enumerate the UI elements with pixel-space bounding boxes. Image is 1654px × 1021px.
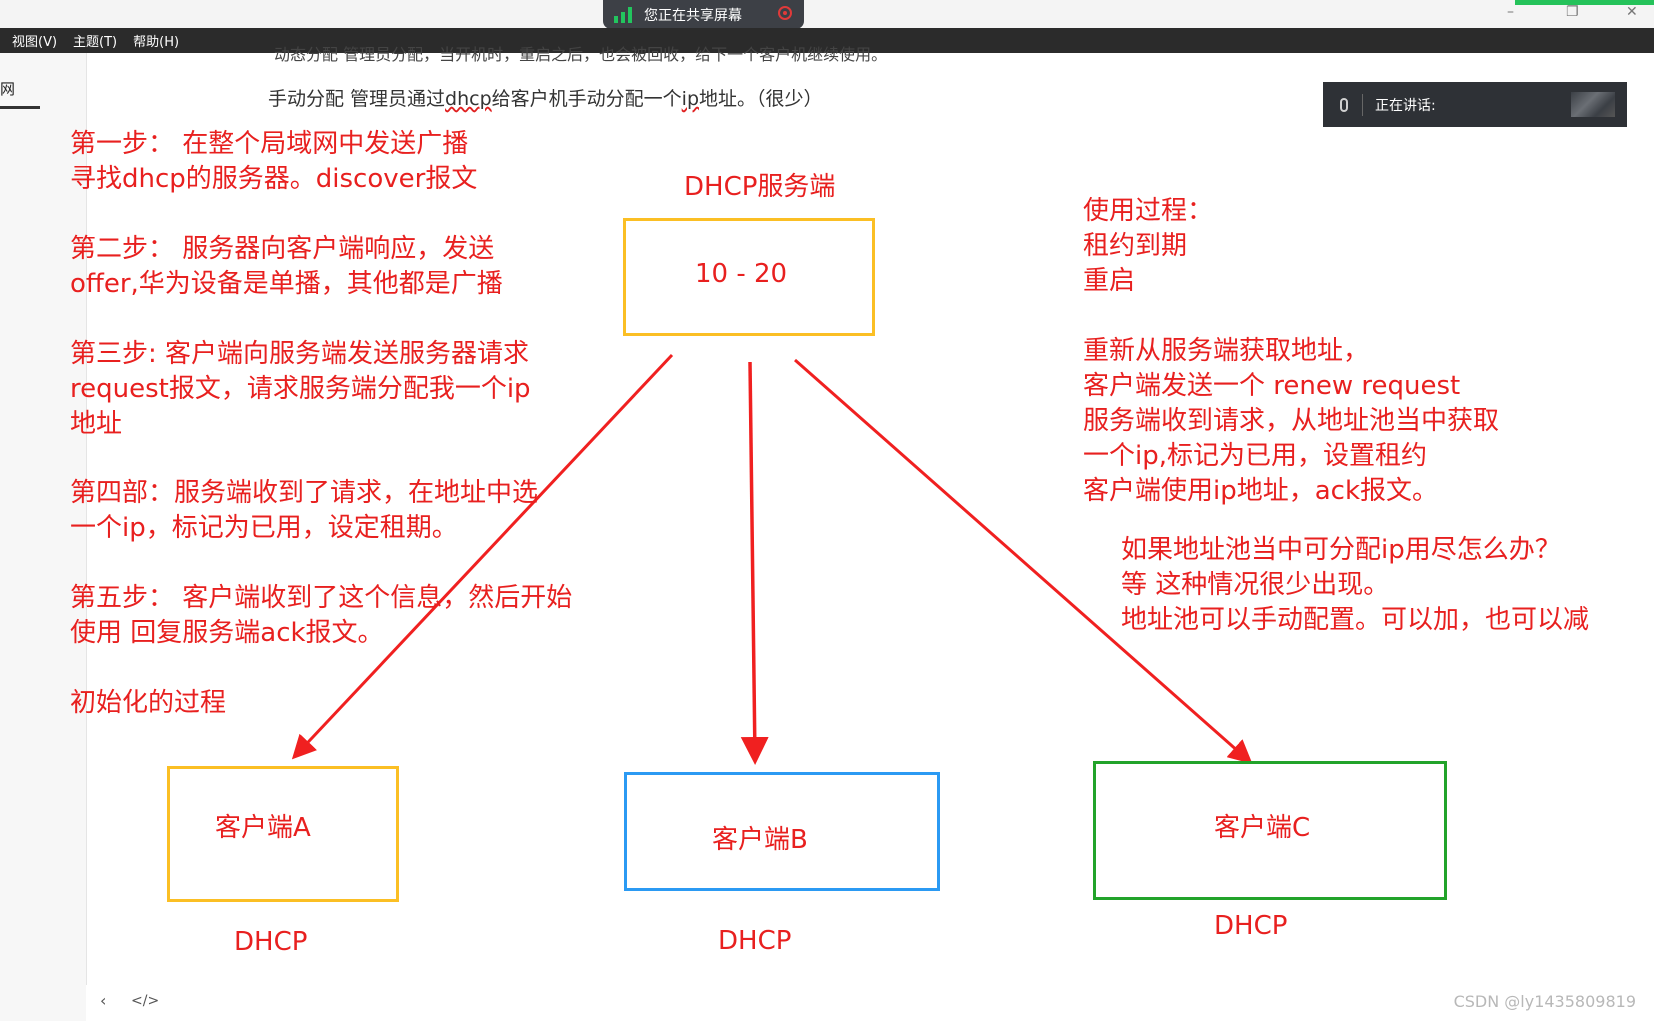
watermark: CSDN @ly1435809819 xyxy=(1453,992,1636,1011)
client-c-box: 客户端C xyxy=(1093,761,1447,900)
left-sidebar: 网 xyxy=(0,53,87,1021)
minimize-button[interactable]: – xyxy=(1507,4,1514,20)
step-5: 第五步： 客户端收到了这个信息，然后开始 使用 回复服务端ack报文。 xyxy=(70,583,573,648)
client-c-protocol: DHCP xyxy=(1214,911,1288,941)
speaking-label: 正在讲话: xyxy=(1375,97,1436,114)
arrow-to-client-c xyxy=(794,358,1253,764)
client-b-box: 客户端B xyxy=(624,772,940,891)
top-strip xyxy=(0,0,1654,28)
bottom-toolbar: ‹ </> xyxy=(86,985,1654,1021)
client-a-protocol: DHCP xyxy=(234,927,308,957)
client-a-label: 客户端A xyxy=(215,813,311,843)
client-b-label: 客户端B xyxy=(712,825,808,855)
restore-button[interactable]: ❐ xyxy=(1566,4,1579,20)
step-1: 第一步： 在整个局域网中发送广播 寻找dhcp的服务器。discover报文 xyxy=(70,129,478,194)
pool-exhausted-note: 如果地址池当中可分配ip用尽怎么办？ 等 这种情况很少出现。 地址池可以手动配置… xyxy=(1121,535,1590,635)
init-process-note: 初始化的过程 xyxy=(70,688,227,718)
step-2: 第二步： 服务器向客户端响应，发送 offer,华为设备是单播，其他都是广播 xyxy=(70,234,503,299)
microphone-icon xyxy=(1340,97,1348,112)
menu-view[interactable]: 视图(V) xyxy=(12,35,58,50)
sidebar-tab-indicator xyxy=(0,106,40,109)
code-icon[interactable]: </> xyxy=(131,993,160,1009)
menu-help[interactable]: 帮助(H) xyxy=(133,35,180,50)
status-line xyxy=(1515,0,1654,5)
divider xyxy=(1362,93,1363,116)
usage-process: 使用过程： 租约到期 重启 xyxy=(1083,196,1214,296)
signal-icon xyxy=(614,6,632,23)
menu-theme[interactable]: 主题(T) xyxy=(73,35,118,50)
chevron-left-icon[interactable]: ‹ xyxy=(100,991,107,1010)
share-label: 您正在共享屏幕 xyxy=(644,7,742,24)
client-b-protocol: DHCP xyxy=(718,926,792,956)
step-3: 第三步: 客户端向服务端发送服务器请求 request报文，请求服务端分配我一个… xyxy=(70,339,531,439)
arrow-to-client-b xyxy=(740,361,769,765)
clipped-line: 动态分配 管理员分配，当开机时，重启之后，也会被回收，给下一个客户机继续使用。 xyxy=(274,45,888,64)
menu-bar: 视图(V) 主题(T) 帮助(H) xyxy=(0,28,1654,53)
renew-process: 重新从服务端获取地址， 客户端发送一个 renew request 服务端收到请… xyxy=(1083,336,1500,506)
sidebar-tab[interactable]: 网 xyxy=(0,80,16,98)
address-range: 10 - 20 xyxy=(695,259,788,289)
manual-assign-line: 手动分配 管理员通过dhcp给客户机手动分配一个ip地址。（很少） xyxy=(268,88,823,110)
step-4: 第四部：服务端收到了请求，在地址中选 一个ip，标记为已用，设定租期。 xyxy=(70,478,539,543)
client-a-box: 客户端A xyxy=(167,766,399,902)
speaker-avatar xyxy=(1571,92,1615,117)
dhcp-server-box: 10 - 20 xyxy=(623,218,875,336)
server-title: DHCP服务端 xyxy=(684,172,836,202)
close-button[interactable]: ✕ xyxy=(1626,4,1638,20)
arrow-to-client-a xyxy=(291,353,674,760)
speaking-panel: 正在讲话: xyxy=(1323,82,1627,127)
client-c-label: 客户端C xyxy=(1214,813,1311,843)
screen-share-banner[interactable]: 您正在共享屏幕 xyxy=(603,0,804,29)
stop-share-icon[interactable] xyxy=(778,6,792,20)
